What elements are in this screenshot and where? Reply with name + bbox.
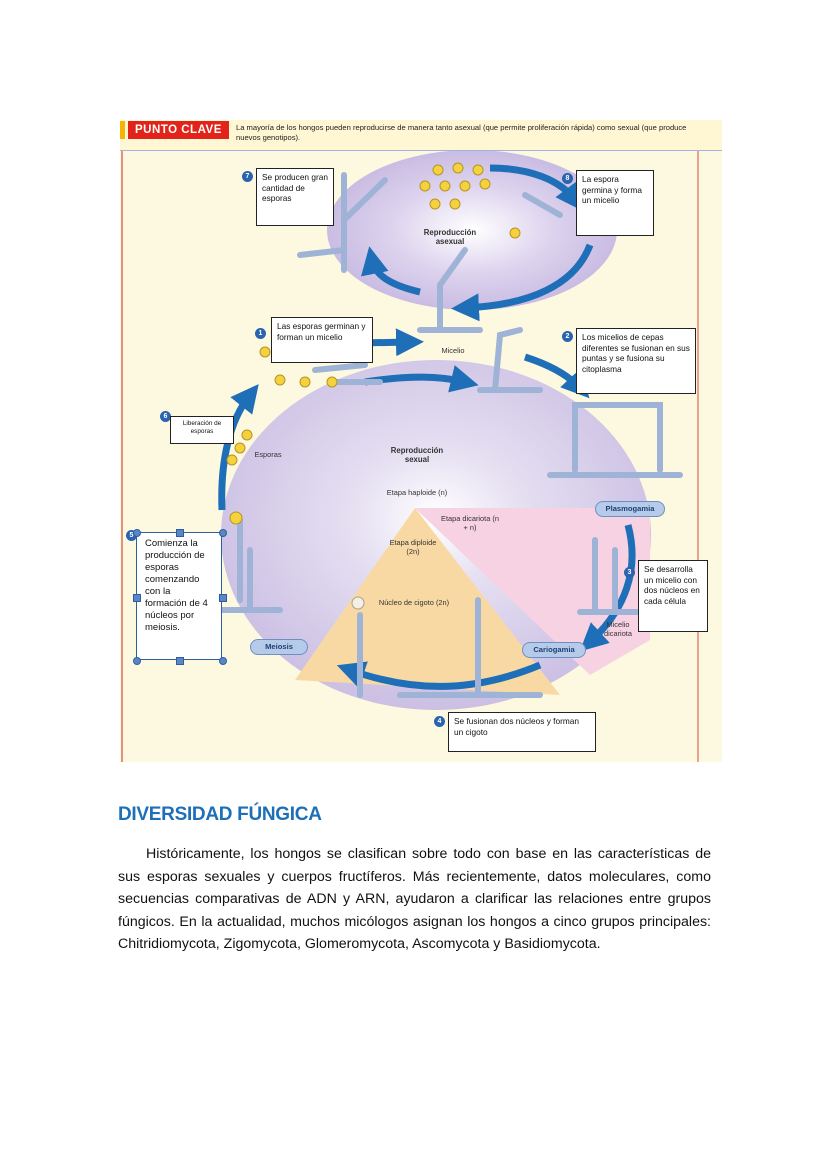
hyphae xyxy=(217,172,683,698)
resize-handle-bottom-left[interactable] xyxy=(133,657,141,665)
key-point-label: PUNTO CLAVE xyxy=(120,121,229,139)
step-4-box: Se fusionan dos núcleos y forman un cigo… xyxy=(448,712,596,752)
asexual-region xyxy=(327,150,617,310)
meiosis-pill: Meiosis xyxy=(250,639,308,655)
plasmogamy-pill: Plasmogamia xyxy=(595,501,665,517)
arrow-step3 xyxy=(579,524,636,652)
resize-handle-left[interactable] xyxy=(133,594,141,602)
asexual-arrow-right xyxy=(451,243,594,322)
resize-handle-top-right[interactable] xyxy=(219,529,227,537)
step-7-number: 7 xyxy=(242,171,253,182)
dikaryotic-stage-label: Etapa dicariota (n + n) xyxy=(441,514,499,532)
sexual-cycle-title: Reproducción sexual xyxy=(390,446,444,464)
step-7-box: Se producen gran cantidad de esporas xyxy=(256,168,334,226)
asexual-arrow-top xyxy=(489,164,584,212)
dikaryotic-mycelium-label: Micelio dicariota xyxy=(604,620,632,638)
section-title: DIVERSIDAD FÚNGICA xyxy=(118,804,322,825)
haploid-stage-label: Etapa haploide (n) xyxy=(386,488,448,497)
step-1-box: Las esporas germinan y forman un micelio xyxy=(271,317,373,363)
life-cycle-figure: PUNTO CLAVE La mayoría de los hongos pue… xyxy=(120,120,722,762)
key-point-header: PUNTO CLAVE La mayoría de los hongos pue… xyxy=(120,120,722,151)
resize-handle-top-left[interactable] xyxy=(133,529,141,537)
life-cycle-graphic xyxy=(121,150,699,762)
resize-handle-right[interactable] xyxy=(219,594,227,602)
step-3-number: 3 xyxy=(624,567,635,578)
spores-label: Esporas xyxy=(254,450,282,459)
spores xyxy=(226,162,521,610)
key-point-text: La mayoría de los hongos pueden reproduc… xyxy=(236,123,687,142)
step-6-number: 6 xyxy=(160,411,171,422)
step-5-box: Comienza la producción de esporas comenz… xyxy=(136,532,222,660)
step-4-number: 4 xyxy=(434,716,445,727)
step-5-number: 5 xyxy=(126,530,137,541)
step-2-box: Los micelios de cepas diferentes se fusi… xyxy=(576,328,696,394)
resize-handle-bottom-right[interactable] xyxy=(219,657,227,665)
resize-handle-bottom[interactable] xyxy=(176,657,184,665)
step-3-box: Se desarrolla un micelio con dos núcleos… xyxy=(638,560,708,632)
step-8-number: 8 xyxy=(562,173,573,184)
zygote-nucleus-label: Núcleo de cigoto (2n) xyxy=(378,598,450,607)
karyogamy-pill: Cariogamia xyxy=(522,642,586,658)
asexual-cycle-title: Reproducción asexual xyxy=(423,228,477,246)
step-1-number: 1 xyxy=(255,328,266,339)
asexual-arrow-left xyxy=(361,246,421,296)
resize-handle-top[interactable] xyxy=(176,529,184,537)
mycelium-label: Micelio xyxy=(441,346,465,355)
arrow-karyogamy-to-meiosis xyxy=(336,661,542,690)
step-8-box: La espora germina y forma un micelio xyxy=(576,170,654,236)
step-2-number: 2 xyxy=(562,331,573,342)
step-6-box: Liberación de esporas xyxy=(170,416,234,444)
diploid-stage-label: Etapa diploide (2n) xyxy=(389,538,437,556)
body-paragraph: Históricamente, los hongos se clasifican… xyxy=(118,846,711,953)
